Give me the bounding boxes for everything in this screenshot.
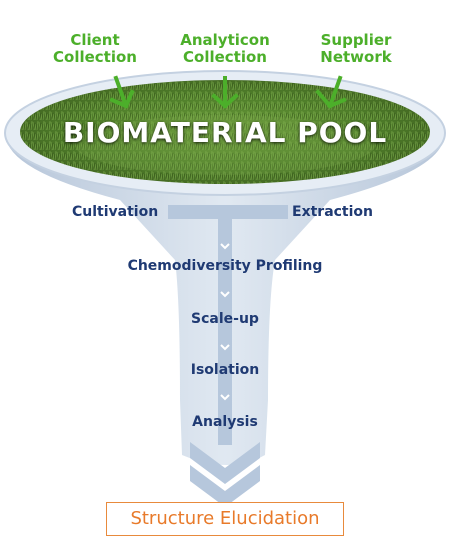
source-supplier-network: Supplier Network xyxy=(310,32,402,66)
pool-label: BIOMATERIAL POOL xyxy=(62,116,388,149)
source-line2: Collection xyxy=(183,48,267,66)
step-isolation: Isolation xyxy=(190,362,260,378)
step-analysis: Analysis xyxy=(192,414,258,430)
chevron-down-icon xyxy=(190,442,260,484)
step-scale-up: Scale-up xyxy=(191,311,259,327)
source-line1: Analyticon xyxy=(180,31,270,49)
arrow-down-icon xyxy=(211,76,239,109)
source-client-collection: Client Collection xyxy=(50,32,140,66)
source-line2: Collection xyxy=(53,48,137,66)
source-analyticon-collection: Analyticon Collection xyxy=(170,32,280,66)
branch-left-label: Cultivation xyxy=(72,204,159,220)
chevron-down-icon xyxy=(190,465,260,507)
result-box: Structure Elucidation xyxy=(106,502,344,536)
arrow-down-icon xyxy=(109,75,135,109)
source-line2: Network xyxy=(320,48,392,66)
step-chemodiversity-profiling: Chemodiversity Profiling xyxy=(127,258,323,274)
flow-stem xyxy=(218,205,232,445)
branch-right-label: Extraction xyxy=(292,204,374,220)
arrow-down-icon xyxy=(315,75,347,109)
source-line1: Supplier xyxy=(320,31,392,49)
source-line1: Client xyxy=(70,31,120,49)
